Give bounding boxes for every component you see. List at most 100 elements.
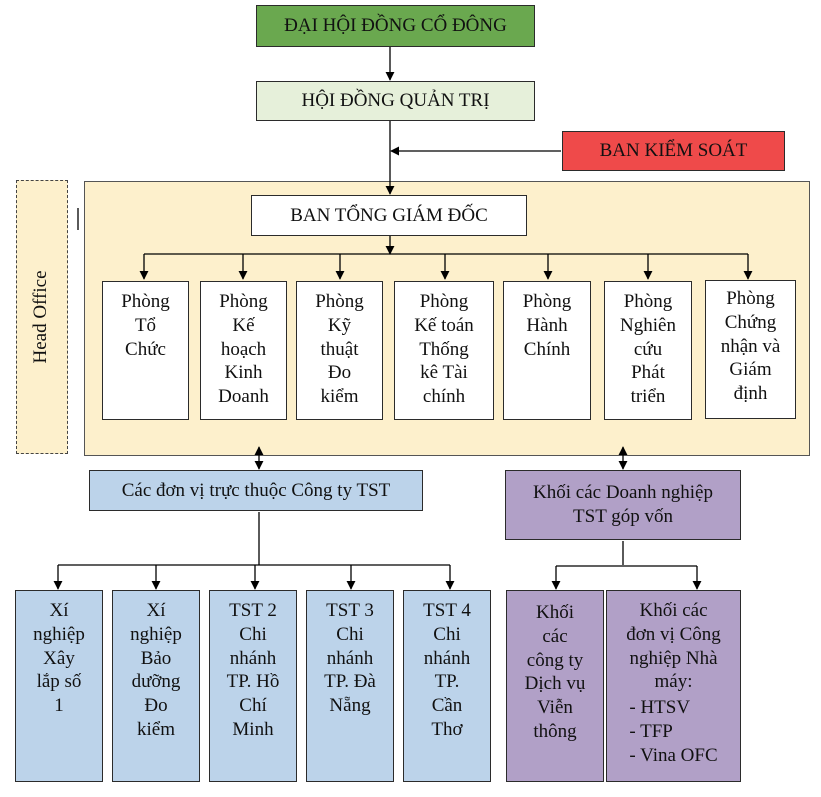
box-text-line: Doanh xyxy=(218,386,269,407)
box-text-line: nhánh xyxy=(326,647,374,669)
box-text-line: máy: xyxy=(654,671,693,693)
box-text-line: Chi xyxy=(239,623,267,645)
box-text-line: lắp số xyxy=(36,671,82,693)
board-label: HỘI ĐỒNG QUẢN TRỊ xyxy=(301,90,490,112)
box-text-line: Hành xyxy=(526,314,568,336)
directors-label: BAN TỔNG GIÁM ĐỐC xyxy=(290,204,488,226)
box-text-line: Minh xyxy=(232,718,274,740)
box-text-line: Kỹ xyxy=(327,314,352,336)
shareholders-label: ĐẠI HỘI ĐỒNG CỔ ĐÔNG xyxy=(284,15,507,37)
units-title-box: Các đơn vị trực thuộc Công ty TST xyxy=(89,470,423,511)
box-text-line: Nẵng xyxy=(329,695,371,716)
box-text-line: công ty xyxy=(526,649,584,671)
enterprises-title-box: Khối các Doanh nghiệp TST góp vốn xyxy=(505,470,741,540)
box-text-line: thuật xyxy=(320,338,359,360)
supervisory-label: BAN KIỂM SOÁT xyxy=(599,140,748,162)
supervisory-box: BAN KIỂM SOÁT xyxy=(562,131,785,171)
box-text-line: kiểm xyxy=(320,386,359,407)
box-text-line: Thống xyxy=(419,338,469,360)
box-text-line: Kinh xyxy=(224,362,263,384)
box-text-line: Giám xyxy=(729,359,772,381)
box-text-line: Chính xyxy=(523,338,571,360)
box-text-line: kiểm xyxy=(137,718,175,740)
box-text-line: Tổ xyxy=(134,314,157,336)
industrial-box: Khối các đơn vị Công nghiệp Nhà máy: - H… xyxy=(606,590,741,782)
box-text-line: nhánh xyxy=(229,647,277,669)
box-text-line: Viễn xyxy=(537,697,573,718)
box-text-line: các xyxy=(542,625,568,647)
box-text-line: cứu xyxy=(633,338,663,360)
box-text-line: Phòng xyxy=(315,291,364,312)
box-text-line: Xí xyxy=(146,600,166,621)
box-text-line: Chứng xyxy=(724,311,777,333)
box-text-line: Nghiên xyxy=(620,314,676,336)
box-text-line: Kế xyxy=(232,314,255,336)
box-text-line: Phòng xyxy=(419,291,469,312)
units-title: Các đơn vị trực thuộc Công ty TST xyxy=(121,479,391,501)
box-text-line: TP. xyxy=(434,671,460,693)
box-text-line: Chức xyxy=(125,338,166,360)
box-text-line: Phòng xyxy=(121,291,170,312)
directors-box: BAN TỔNG GIÁM ĐỐC xyxy=(251,195,527,236)
plant-item: - Vina OFC xyxy=(629,744,718,766)
box-text-line: nhận và xyxy=(720,335,781,357)
box-text-line: TST 3 xyxy=(326,600,374,621)
shareholders-box: ĐẠI HỘI ĐỒNG CỔ ĐÔNG xyxy=(256,5,535,47)
box-text-line: Dịch vụ xyxy=(524,673,586,695)
head-office-frame xyxy=(16,180,68,454)
box-text-line: TST 4 xyxy=(423,600,471,621)
box-text-line: 1 xyxy=(54,695,64,716)
box-text-line: nghiệp Nhà xyxy=(629,647,718,669)
box-text-line: hoạch xyxy=(220,338,267,360)
box-text-line: Khối xyxy=(536,602,574,623)
box-text-line: thông xyxy=(533,720,577,742)
box-text-line: Chí xyxy=(239,695,267,716)
board-box: HỘI ĐỒNG QUẢN TRỊ xyxy=(256,81,535,121)
box-text-line: Đo xyxy=(327,362,352,384)
box-text-line: nghiệp xyxy=(33,623,85,645)
box-text-line: Phòng xyxy=(623,291,673,312)
box-text-line: Phòng xyxy=(726,288,775,309)
box-text-line: Phát xyxy=(631,362,665,384)
box-text-line: TP. Hồ xyxy=(226,671,280,693)
plant-item: - TFP xyxy=(629,720,673,742)
box-text-line: nghiệp xyxy=(130,623,182,645)
box-text-line: Xí xyxy=(49,600,69,621)
box-text-line: nhánh xyxy=(423,647,471,669)
box-text-line: Khối các xyxy=(639,600,708,621)
box-text-line: đơn vị Công xyxy=(626,623,721,645)
box-text-line: TP. Đà xyxy=(324,671,376,693)
box-text-line: chính xyxy=(422,386,466,407)
box-text-line: định xyxy=(733,383,768,404)
box-text-line: Xây xyxy=(43,647,75,669)
box-text-line: Phòng xyxy=(219,291,268,312)
box-text-line: Thơ xyxy=(431,718,463,740)
box-text-line: Phòng xyxy=(522,291,572,312)
box-text-line: Kế toán xyxy=(414,314,474,336)
box-text-line: Đo xyxy=(144,695,168,716)
box-text-line: Cần xyxy=(431,695,463,716)
box-text-line: kê Tài xyxy=(420,362,468,384)
box-text-line: Bảo xyxy=(140,647,172,669)
box-text-line: Chi xyxy=(433,623,461,645)
box-text-line: Chi xyxy=(336,623,364,645)
plant-item: - HTSV xyxy=(629,697,691,718)
box-text-line: dưỡng xyxy=(131,671,181,693)
box-text-line: TST 2 xyxy=(229,600,277,621)
box-text-line: triển xyxy=(630,386,666,407)
plant-list: - HTSV - TFP - Vina OFC xyxy=(629,696,717,767)
